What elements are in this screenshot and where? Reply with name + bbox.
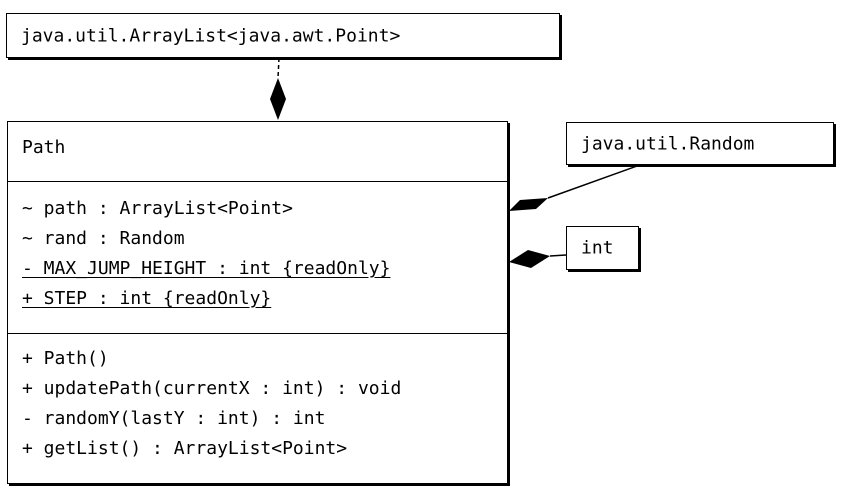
path-class-name: Path xyxy=(22,137,66,158)
operation-update-path: + updatePath(currentX : int) : void xyxy=(22,378,402,399)
operation-path-constructor: + Path() xyxy=(22,348,109,369)
arraylist-class-box[interactable]: java.util.ArrayList<java.awt.Point> xyxy=(6,13,560,58)
operation-random-y: - randomY(lastY : int) : int xyxy=(22,408,326,429)
arraylist-composition-diamond xyxy=(270,78,286,120)
random-class-box[interactable]: java.util.Random xyxy=(566,122,834,165)
path-operations-section: + Path() + updatePath(currentX : int) : … xyxy=(8,334,507,483)
int-path-link xyxy=(549,254,567,257)
arraylist-path-link xyxy=(277,57,280,79)
int-class-box[interactable]: int xyxy=(566,226,639,270)
path-attributes-section: ~ path : ArrayList<Point> ~ rand : Rando… xyxy=(8,182,507,334)
random-class-name: java.util.Random xyxy=(581,133,755,154)
operation-get-list: + getList() : ArrayList<Point> xyxy=(22,438,348,459)
attribute-path: ~ path : ArrayList<Point> xyxy=(22,198,293,219)
attribute-step: + STEP : int {readOnly} xyxy=(22,288,272,309)
attribute-rand: ~ rand : Random xyxy=(22,228,185,249)
int-composition-diamond xyxy=(509,250,550,268)
random-path-link xyxy=(547,165,638,199)
random-composition-diamond xyxy=(509,198,548,211)
arraylist-class-name: java.util.ArrayList<java.awt.Point> xyxy=(21,25,401,46)
int-class-name: int xyxy=(581,237,614,259)
path-class-box[interactable]: Path ~ path : ArrayList<Point> ~ rand : … xyxy=(7,121,508,484)
attribute-max-jump-height: - MAX_JUMP_HEIGHT : int {readOnly} xyxy=(22,258,391,279)
path-class-name-section: Path xyxy=(8,122,507,182)
